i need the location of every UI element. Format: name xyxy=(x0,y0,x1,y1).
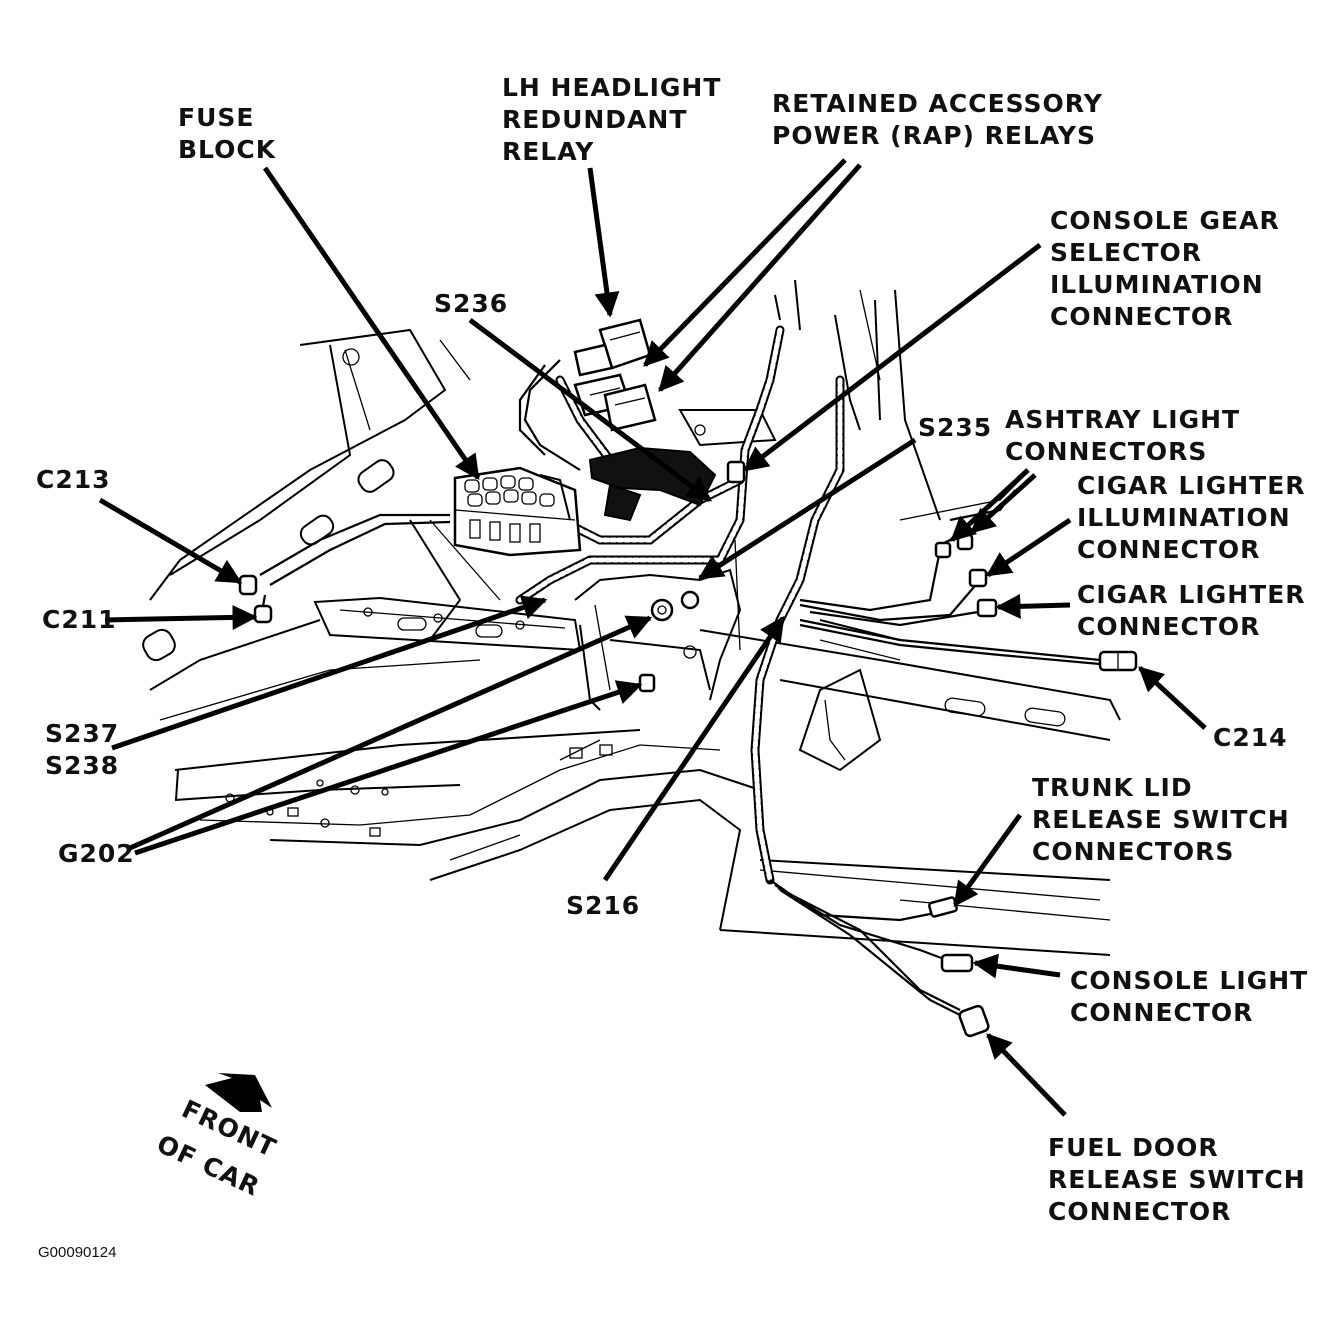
label-trunk-lid-3: CONNECTORS xyxy=(1032,837,1234,866)
console-light-connector xyxy=(940,953,974,973)
rap-relays xyxy=(573,373,657,432)
leader-ashtray-1 xyxy=(950,468,1030,542)
leader-c211 xyxy=(104,604,258,630)
label-console-gear-2: SELECTOR xyxy=(1050,238,1202,267)
label-s216: S216 xyxy=(566,891,640,920)
label-ashtray-1: ASHTRAY LIGHT xyxy=(1005,405,1240,434)
leader-s235 xyxy=(697,437,917,581)
label-rap-1: RETAINED ACCESSORY xyxy=(772,89,1103,118)
leader-fuel-door xyxy=(986,1033,1067,1117)
leader-console-gear xyxy=(743,243,1042,472)
leader-lines xyxy=(98,158,1207,1117)
label-lh-headlight-1: LH HEADLIGHT xyxy=(502,73,721,102)
label-fuse-block-1: FUSE xyxy=(178,103,254,132)
leader-g202-2 xyxy=(134,680,643,856)
label-s237: S237 xyxy=(45,719,119,748)
leader-cigar-illum xyxy=(985,517,1072,578)
label-s236: S236 xyxy=(434,289,508,318)
label-cigar-illum-2: ILLUMINATION xyxy=(1077,503,1291,532)
label-c213: C213 xyxy=(36,465,111,494)
label-fuse-block-2: BLOCK xyxy=(178,135,277,164)
label-c214: C214 xyxy=(1213,723,1288,752)
label-cigar-illum-3: CONNECTOR xyxy=(1077,535,1260,564)
leader-cigar-lighter xyxy=(995,593,1071,619)
lh-headlight-relay xyxy=(573,318,652,377)
trunk-lid-connector xyxy=(928,896,958,918)
label-console-gear-4: CONNECTOR xyxy=(1050,302,1233,331)
ashtray-connector-2 xyxy=(956,533,974,551)
leader-trunk-lid xyxy=(952,813,1023,908)
leader-g202-1 xyxy=(128,615,653,851)
cigar-illum-connector xyxy=(968,568,988,588)
fuel-door-connector xyxy=(958,1004,990,1038)
leader-c214 xyxy=(1138,666,1207,730)
c213-connector xyxy=(238,574,258,596)
label-g202: G202 xyxy=(58,839,135,868)
label-console-light-1: CONSOLE LIGHT xyxy=(1070,966,1308,995)
vehicle-floor-pan xyxy=(142,279,1121,956)
label-fuel-door-2: RELEASE SWITCH xyxy=(1048,1165,1306,1194)
leader-s216 xyxy=(602,615,786,882)
leader-rap-relay-2 xyxy=(658,163,862,392)
label-fuel-door-3: CONNECTOR xyxy=(1048,1197,1231,1226)
fuse-block xyxy=(453,466,582,557)
figure-id: G00090124 xyxy=(38,1244,116,1261)
leader-rap-relay-1 xyxy=(643,158,847,367)
ashtray-connector-1 xyxy=(934,541,952,559)
label-rap-2: POWER (RAP) RELAYS xyxy=(772,121,1096,150)
label-cigar-lighter-1: CIGAR LIGHTER xyxy=(1077,580,1306,609)
leader-s236 xyxy=(468,318,712,502)
label-lh-headlight-2: REDUNDANT xyxy=(502,105,687,134)
label-cigar-illum-1: CIGAR LIGHTER xyxy=(1077,471,1306,500)
label-s235: S235 xyxy=(918,413,992,442)
labels: FUSE BLOCK LH HEADLIGHT REDUNDANT RELAY … xyxy=(36,73,1308,1261)
label-ashtray-2: CONNECTORS xyxy=(1005,437,1207,466)
label-cigar-lighter-2: CONNECTOR xyxy=(1077,612,1260,641)
label-console-gear-1: CONSOLE GEAR xyxy=(1050,206,1280,235)
label-trunk-lid-1: TRUNK LID xyxy=(1032,773,1193,802)
console-gear-connector xyxy=(726,460,746,484)
components xyxy=(238,318,1138,1038)
label-s238: S238 xyxy=(45,751,119,780)
c211-connector xyxy=(253,604,273,624)
leader-lh-headlight-relay xyxy=(587,167,620,318)
front-direction-arrow-icon xyxy=(205,1073,272,1112)
leader-fuse-block xyxy=(262,166,481,481)
label-trunk-lid-2: RELEASE SWITCH xyxy=(1032,805,1290,834)
label-lh-headlight-3: RELAY xyxy=(502,137,594,166)
leader-ashtray-2 xyxy=(970,473,1037,534)
label-fuel-door-1: FUEL DOOR xyxy=(1048,1133,1219,1162)
label-console-light-2: CONNECTOR xyxy=(1070,998,1253,1027)
cigar-lighter-connector xyxy=(976,598,998,618)
leader-c213 xyxy=(98,497,243,585)
label-console-gear-3: ILLUMINATION xyxy=(1050,270,1264,299)
label-c211: C211 xyxy=(42,605,117,634)
wiring-harness xyxy=(259,325,1101,1021)
leader-console-light xyxy=(972,953,1061,979)
leader-s237-s238 xyxy=(111,595,548,751)
